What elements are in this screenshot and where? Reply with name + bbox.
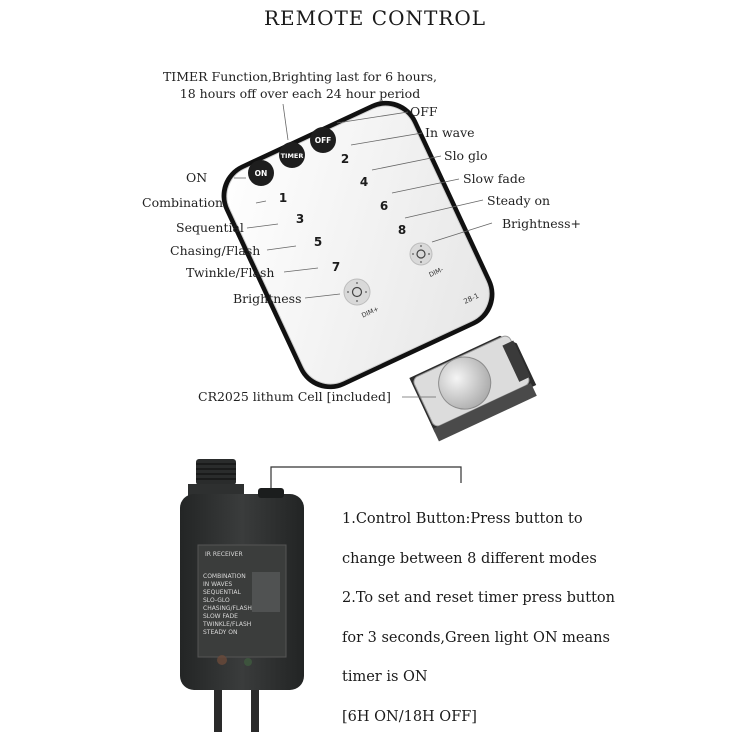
- adapter-mode: STEADY ON: [203, 629, 237, 636]
- adapter-description: 1.Control Button:Press button to change …: [342, 500, 642, 737]
- mode-button-1: 1: [279, 191, 287, 205]
- mode-button-8: 8: [398, 223, 406, 237]
- timer-note-line2: 18 hours off over each 24 hour period: [179, 86, 421, 101]
- control-button: [258, 488, 284, 498]
- page-title: REMOTE CONTROL: [263, 6, 487, 30]
- label-brightness-plus: Brightness+: [502, 216, 581, 231]
- remote-control: [221, 100, 495, 390]
- timer-note-line1: TIMER Function,Brighting last for 6 hour…: [162, 69, 438, 84]
- power-adapter: IR RECEIVER COMBINATION IN WAVES SEQUENT…: [180, 459, 304, 732]
- label-slow-fade: Slow fade: [463, 171, 526, 186]
- on-button-label: ON: [255, 169, 268, 178]
- mode-button-6: 6: [380, 199, 388, 213]
- mode-button-5: 5: [314, 235, 322, 249]
- adapter-mode: CHASING/FLASH: [203, 605, 252, 612]
- adapter-mode: IN WAVES: [203, 581, 232, 588]
- mode-button-2: 2: [341, 152, 349, 166]
- description-line-4: for 3 seconds,Green light ON means: [342, 629, 610, 646]
- adapter-mode: SLO-GLO: [203, 597, 230, 604]
- callout-line: [270, 466, 462, 488]
- adapter-mode: SLOW FADE: [203, 613, 238, 620]
- label-off: OFF: [410, 104, 438, 119]
- label-steady-on: Steady on: [487, 193, 551, 208]
- label-combination: Combination: [142, 195, 224, 210]
- leader-lines: [234, 103, 493, 398]
- timer-button-label: TIMER: [281, 152, 304, 160]
- description-line-5: timer is ON: [342, 669, 428, 685]
- mode-button-7: 7: [332, 260, 340, 274]
- battery-label: CR2025 lithum Cell [included]: [198, 389, 391, 404]
- label-brightness: Brightness: [233, 291, 302, 306]
- sun-icon: [416, 249, 426, 259]
- description-line-1: 1.Control Button:Press button to: [342, 511, 583, 527]
- adapter-mode: COMBINATION: [203, 573, 246, 580]
- label-in-wave: In wave: [425, 125, 475, 140]
- timer-note: TIMER Function,Brighting last for 6 hour…: [140, 68, 460, 102]
- battery-tray: [409, 335, 537, 442]
- adapter-mode: TWINKLE/FLASH: [202, 621, 251, 628]
- label-on: ON: [186, 170, 208, 185]
- coin-cell-battery: [438, 356, 492, 410]
- adapter-header: IR RECEIVER: [205, 551, 243, 558]
- label-chasing-flash: Chasing/Flash: [170, 243, 261, 258]
- label-twinkle-flash: Twinkle/Flash: [186, 265, 275, 280]
- on-button: ON: [248, 160, 274, 186]
- indicator-light: [217, 655, 227, 665]
- off-button-label: OFF: [315, 136, 332, 145]
- mode-button-4: 4: [360, 175, 368, 189]
- label-sequential: Sequential: [176, 220, 244, 235]
- description-line-6: [6H ON/18H OFF]: [342, 708, 477, 725]
- adapter-mode: SEQUENTIAL: [203, 589, 242, 596]
- timer-button: TIMER: [279, 142, 305, 168]
- description-line-3: 2.To set and reset timer press button: [342, 590, 615, 606]
- off-button: OFF: [310, 127, 336, 153]
- mode-button-3: 3: [296, 212, 304, 226]
- description-line-2: change between 8 different modes: [342, 550, 597, 567]
- sun-icon: [351, 286, 363, 298]
- label-slo-glo: Slo glo: [444, 148, 488, 163]
